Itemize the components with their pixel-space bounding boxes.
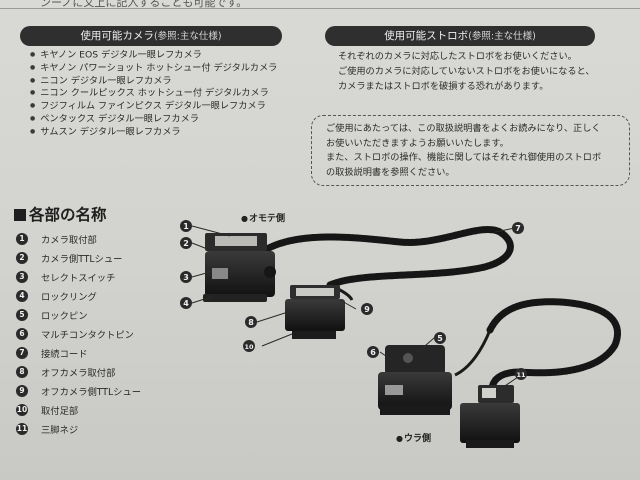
part-item: 4 ロックリング (16, 286, 141, 305)
callout-8-label: 8 (248, 318, 254, 327)
callout-9 (361, 303, 373, 315)
part-item: 9 オフカメラ側TTLシュー (16, 382, 141, 401)
part-item: 5 ロックピン (16, 305, 141, 324)
part-label: ロックリング (41, 291, 97, 303)
strobe-line: カメラまたはストロボを破損する恐れがあります。 (338, 81, 549, 92)
part-item: 6 マルチコンタクトピン (16, 324, 141, 343)
part-label: セレクトスイッチ (41, 272, 116, 284)
camera-item: キヤノン パワーショット ホットシュー付 デジタルカメラ (30, 62, 277, 75)
parts-title-text: 各部の名称 (29, 206, 107, 224)
camera-item: ペンタックス デジタル一眼レフカメラ (30, 113, 277, 126)
callout-2 (180, 237, 192, 249)
supported-strobes-heading: 使用可能ストロボ(参照:主な仕様) (325, 26, 595, 46)
callout-1-label: 1 (183, 222, 189, 231)
part-label: カメラ側TTLシュー (41, 253, 123, 265)
callout-11 (515, 368, 527, 380)
part-number-badge: 9 (16, 385, 28, 398)
part-item: 1 カメラ取付部 (16, 229, 141, 248)
callout-5 (434, 332, 446, 344)
callout-markers: 1 2 3 4 7 8 9 10 5 6 11 (180, 220, 527, 380)
square-bullet-icon (14, 209, 26, 221)
top-text-fragment: ンーノに又上に記入することも可能です。 (40, 0, 248, 9)
callout-9-label: 9 (364, 305, 370, 314)
part-number-badge: 11 (16, 423, 28, 436)
part-label: ロックピン (41, 310, 88, 322)
part-number-badge: 10 (16, 404, 28, 417)
callout-7-label: 7 (515, 224, 521, 233)
part-item: 10 取付足部 (16, 401, 141, 420)
back-camera-unit (378, 345, 452, 415)
callout-4-label: 4 (183, 299, 189, 308)
callout-4 (180, 297, 192, 309)
part-item: 3 セレクトスイッチ (16, 267, 141, 286)
part-number-badge: 2 (16, 251, 28, 264)
coiled-cord-upper (261, 226, 514, 289)
part-label: オフカメラ側TTLシュー (41, 387, 142, 399)
part-label: マルチコンタクトピン (41, 330, 134, 342)
supported-cameras-title-note: (参照:主な仕様) (153, 31, 222, 42)
note-line: お使いいただきますようお願いいたします。 (326, 137, 509, 149)
part-label: 取付足部 (41, 406, 79, 418)
back-side-label: ウラ側 (396, 431, 431, 444)
callout-10 (243, 340, 255, 352)
part-label: オフカメラ取付部 (41, 368, 116, 380)
camera-side-unit (203, 233, 276, 302)
callout-7 (512, 222, 524, 234)
callout-2-label: 2 (183, 239, 189, 248)
note-line: また、ストロボの操作、機能に関してはそれぞれ御使用のストロボ (326, 152, 602, 163)
parts-list: 1 カメラ取付部 2 カメラ側TTLシュー 3 セレクトスイッチ 4 ロックリング 5 ロ… (16, 229, 141, 439)
callout-1 (180, 220, 192, 232)
camera-item: ニコン クールピックス ホットシュー付 デジタルカメラ (30, 87, 277, 100)
part-number-badge: 6 (16, 328, 28, 341)
supported-strobes-title-note: (参照:主な仕様) (468, 31, 536, 42)
part-label: カメラ取付部 (41, 234, 97, 246)
part-item: 8 オフカメラ取付部 (16, 363, 141, 382)
callout-3-label: 3 (183, 273, 189, 282)
part-item: 7 接続コード (16, 344, 141, 363)
callout-5-label: 5 (437, 334, 443, 343)
back-off-camera-unit (460, 385, 520, 448)
callout-10-label: 10 (244, 343, 254, 351)
callout-8 (245, 316, 257, 328)
supported-cameras-title: 使用可能カメラ (80, 30, 154, 42)
callout-6-label: 6 (370, 348, 376, 357)
off-camera-side-unit (285, 285, 345, 339)
callout-3 (180, 271, 192, 283)
part-item: 2 カメラ側TTLシュー (16, 248, 141, 267)
part-label: 接続コード (41, 349, 88, 361)
part-number-badge: 7 (16, 347, 28, 360)
usage-note-box: ご使用にあたっては、この取扱説明書をよくお読みになり、正しく お使いいただきます… (311, 115, 630, 186)
supported-strobes-title: 使用可能ストロボ (384, 30, 469, 42)
part-item: 11 三脚ネジ (16, 420, 141, 439)
camera-item: ニコン デジタル一眼レフカメラ (30, 75, 277, 88)
callout-11-label: 11 (516, 371, 526, 379)
note-line: の取扱説明書を参照ください。 (326, 166, 455, 178)
supported-cameras-heading: 使用可能カメラ(参照:主な仕様) (20, 26, 282, 46)
camera-item: フジフィルム ファインピクス デジタル一眼レフカメラ (30, 100, 277, 113)
supported-strobes-text: それぞれのカメラに対応したストロボをお使いください。 ご使用のカメラに対応してい… (338, 49, 628, 94)
part-number-badge: 8 (16, 366, 28, 379)
part-number-badge: 5 (16, 308, 28, 321)
part-number-badge: 4 (16, 289, 28, 302)
parts-section-title: 各部の名称 (14, 203, 107, 225)
callout-6 (367, 346, 379, 358)
top-divider (0, 8, 640, 9)
strobe-line: ご使用のカメラに対応していないストロボをお使いになると、 (338, 66, 595, 77)
camera-item: キヤノン EOS デジタル一眼レフカメラ (30, 49, 277, 62)
part-label: 三脚ネジ (41, 425, 79, 437)
coiled-cord-lower (486, 298, 621, 399)
part-number-badge: 3 (16, 270, 28, 283)
supported-cameras-list: キヤノン EOS デジタル一眼レフカメラ キヤノン パワーショット ホットシュー… (30, 49, 277, 139)
part-number-badge: 1 (16, 232, 28, 245)
camera-item: サムスン デジタル一眼レフカメラ (30, 126, 277, 139)
strobe-line: それぞれのカメラに対応したストロボをお使いください。 (338, 51, 577, 62)
straight-cord-back (454, 329, 492, 377)
front-side-label: オモテ側 (241, 211, 285, 224)
note-line: ご使用にあたっては、この取扱説明書をよくお読みになり、正しく (326, 123, 601, 134)
